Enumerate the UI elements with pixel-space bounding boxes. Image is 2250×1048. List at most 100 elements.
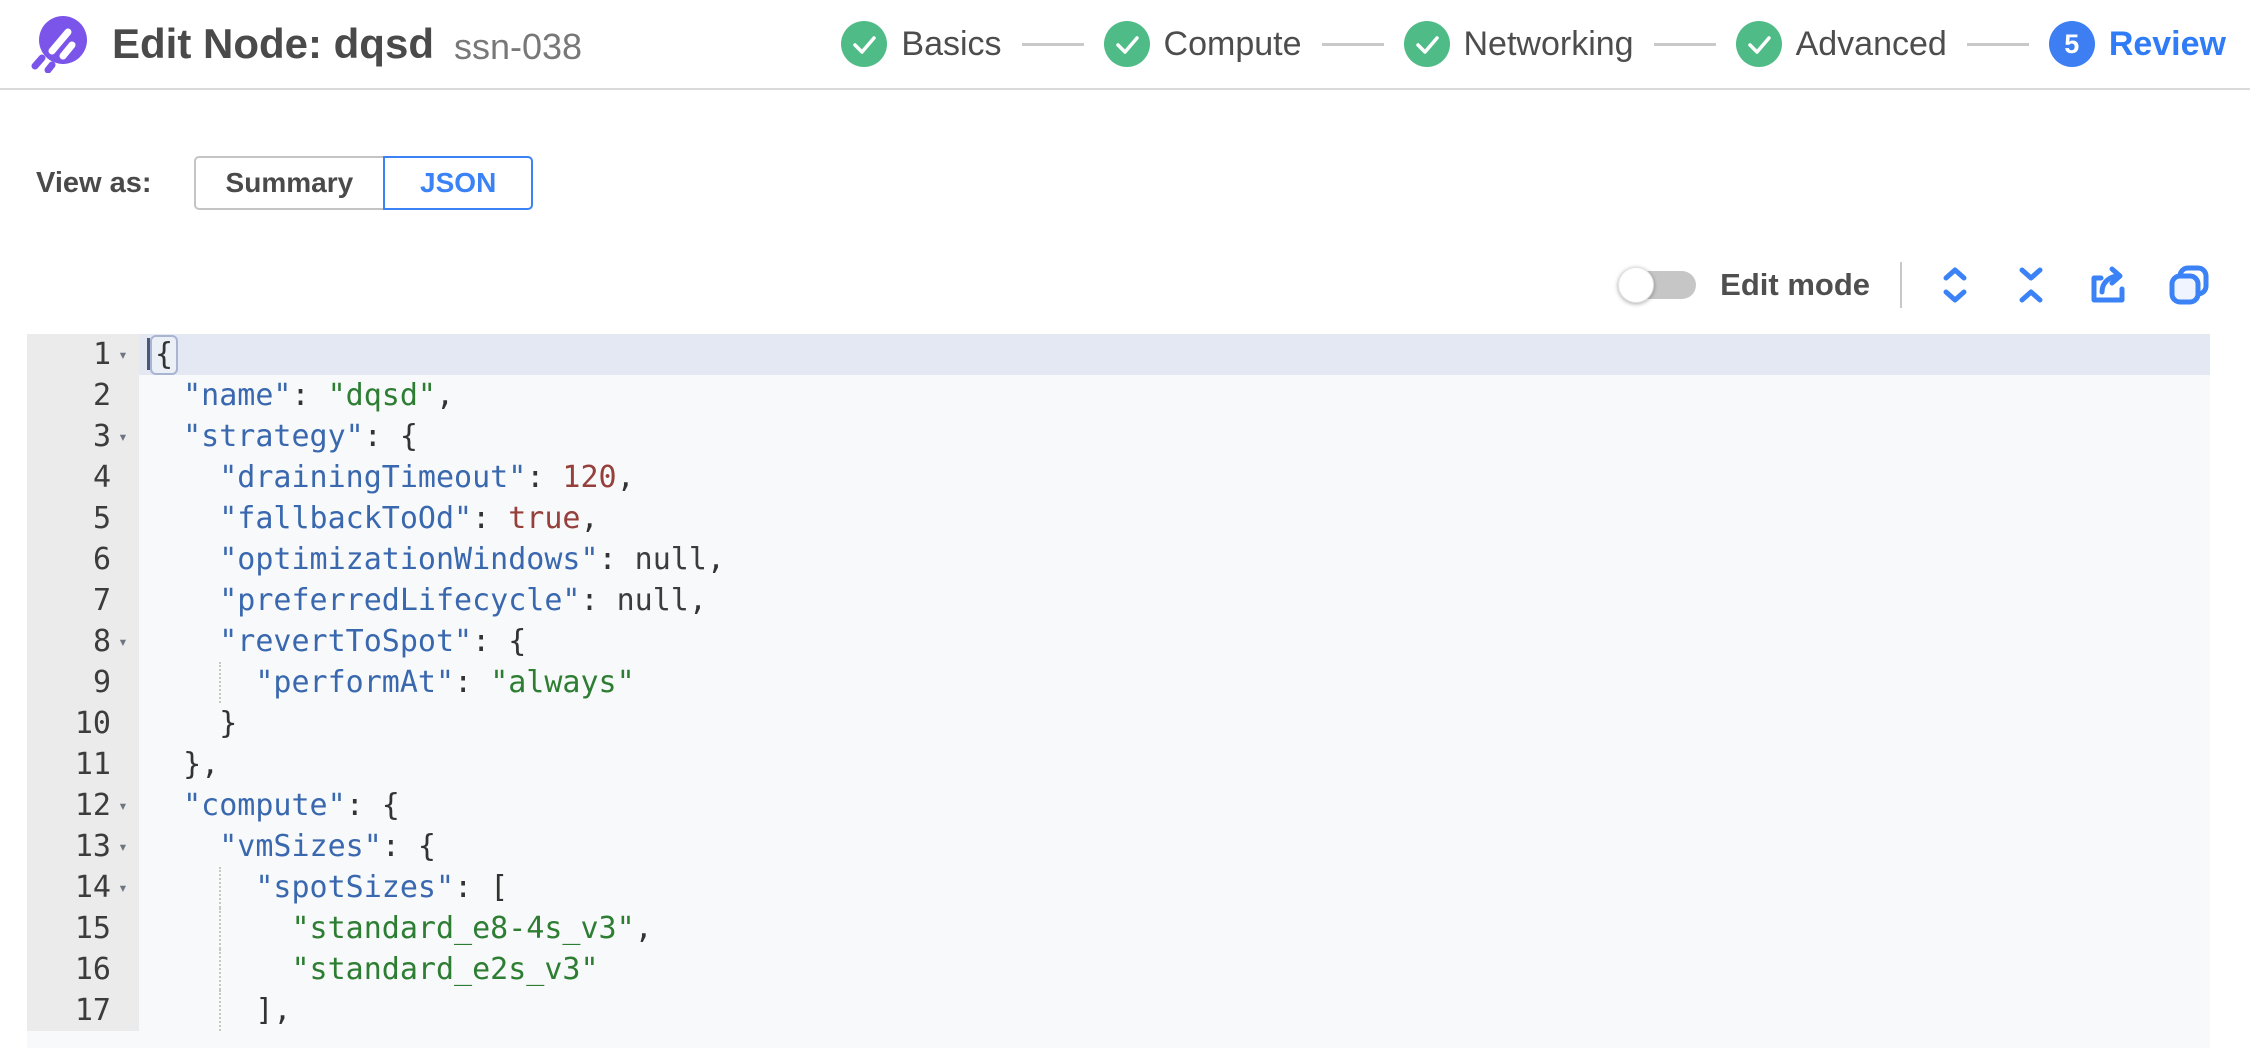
code-content[interactable]: { <box>139 334 2210 375</box>
step-basics[interactable]: Basics <box>841 21 1002 67</box>
fold-toggle-icon[interactable]: ▾ <box>118 837 128 856</box>
spot-logo-icon <box>30 15 88 74</box>
code-content[interactable]: ], <box>139 990 2210 1031</box>
toolbar-divider <box>1900 262 1902 308</box>
code-content[interactable]: "standard_e8-4s_v3", <box>139 908 2210 949</box>
wizard-header: Edit Node: dqsd ssn-038 Basics Compute Net… <box>0 0 2250 90</box>
line-gutter: 8▾ <box>27 621 139 662</box>
step-connector <box>1966 42 2029 46</box>
code-line: 12▾ "compute": { <box>27 785 2210 826</box>
line-gutter: 7 <box>27 580 139 621</box>
step-networking[interactable]: Networking <box>1403 21 1634 67</box>
code-content[interactable]: "revertToSpot": { <box>219 624 527 659</box>
line-gutter: 4 <box>27 457 139 498</box>
step-check-icon <box>1103 21 1150 67</box>
fold-toggle-icon[interactable]: ▾ <box>118 878 128 897</box>
toggle-knob <box>1618 267 1655 303</box>
step-number-badge: 5 <box>2048 21 2095 67</box>
line-number: 2 <box>92 378 111 413</box>
code-line: 11 }, <box>27 744 2210 785</box>
code-content[interactable]: "compute": { <box>183 788 400 823</box>
line-number: 8 <box>92 624 111 659</box>
fold-toggle-icon[interactable]: ▾ <box>118 345 128 364</box>
code-content[interactable]: "vmSizes": { <box>219 829 436 864</box>
line-number: 17 <box>74 993 111 1028</box>
matched-bracket: { <box>150 335 179 375</box>
line-gutter: 5 <box>27 498 139 539</box>
step-label: Advanced <box>1795 24 1947 63</box>
fold-toggle-icon[interactable]: ▾ <box>118 796 128 815</box>
step-compute[interactable]: Compute <box>1103 21 1302 67</box>
edit-mode-label: Edit mode <box>1720 267 1870 302</box>
editor-toolbar: Edit mode <box>0 262 2210 308</box>
line-number: 13 <box>74 829 111 864</box>
line-number: 7 <box>92 583 111 618</box>
code-content[interactable]: "preferredLifecycle": null, <box>219 583 707 618</box>
indent-guide <box>219 990 222 1031</box>
line-number: 5 <box>92 501 111 536</box>
indent-guide <box>219 908 222 949</box>
code-line: 5 "fallbackToOd": true, <box>27 498 2210 539</box>
code-content[interactable]: "strategy": { <box>183 419 418 454</box>
line-number: 15 <box>74 911 111 946</box>
line-gutter: 14 ▾ <box>27 867 139 908</box>
step-check-icon <box>1735 21 1782 67</box>
line-gutter: 9 <box>27 662 139 703</box>
line-number: 14 <box>74 870 111 905</box>
line-gutter: 16 <box>27 949 139 990</box>
step-connector <box>1021 42 1084 46</box>
code-line: 14 ▾ "spotSizes": [ <box>27 867 2210 908</box>
edit-mode-toggle[interactable] <box>1618 265 1706 305</box>
code-line: 16 "standard_e2s_v3" <box>27 949 2210 990</box>
code-line: 1▾{ <box>27 334 2210 375</box>
line-number: 4 <box>92 460 111 495</box>
line-number: 6 <box>92 542 111 577</box>
line-number: 1 <box>92 337 111 372</box>
code-content[interactable]: "standard_e2s_v3" <box>139 949 2210 990</box>
indent-guide <box>219 662 222 703</box>
fold-toggle-icon[interactable]: ▾ <box>118 632 128 651</box>
fold-toggle-icon[interactable]: ▾ <box>118 427 128 446</box>
code-line: 13 ▾ "vmSizes": { <box>27 826 2210 867</box>
view-as-json-button[interactable]: JSON <box>383 156 534 210</box>
code-content[interactable]: "optimizationWindows": null, <box>219 542 725 577</box>
line-number: 9 <box>92 665 111 700</box>
code-content[interactable]: "fallbackToOd": true, <box>219 501 599 536</box>
code-line: 8▾ "revertToSpot": { <box>27 621 2210 662</box>
line-gutter: 3▾ <box>27 416 139 457</box>
line-gutter: 1▾ <box>27 334 139 375</box>
code-line: 6 "optimizationWindows": null, <box>27 539 2210 580</box>
json-editor[interactable]: 1▾{2 "name": "dqsd",3▾ "strategy": {4 "d… <box>27 334 2210 1048</box>
code-content[interactable]: "spotSizes": [ <box>139 867 2210 908</box>
code-line: 2 "name": "dqsd", <box>27 375 2210 416</box>
line-gutter: 11 <box>27 744 139 785</box>
step-label: Basics <box>901 24 1002 63</box>
line-number: 3 <box>92 419 111 454</box>
code-content[interactable]: "drainingTimeout": 120, <box>219 460 635 495</box>
copy-icon[interactable] <box>2168 264 2210 306</box>
node-id-clip: ssn-038 <box>454 26 586 68</box>
code-line: 7 "preferredLifecycle": null, <box>27 580 2210 621</box>
line-number: 10 <box>74 706 111 741</box>
line-gutter: 2 <box>27 375 139 416</box>
code-line: 15 "standard_e8-4s_v3", <box>27 908 2210 949</box>
text-cursor <box>147 338 150 370</box>
export-icon[interactable] <box>2088 264 2130 306</box>
step-check-icon <box>841 21 888 67</box>
code-line: 10 } <box>27 703 2210 744</box>
collapse-icon[interactable] <box>2012 265 2050 305</box>
step-connector <box>1321 42 1384 46</box>
code-content[interactable]: }, <box>183 747 220 782</box>
indent-guide <box>219 949 222 990</box>
expand-icon[interactable] <box>1936 265 1974 305</box>
step-advanced[interactable]: Advanced <box>1735 21 1947 67</box>
code-content[interactable]: } <box>219 706 238 741</box>
view-as-summary-button[interactable]: Summary <box>193 156 386 210</box>
code-content[interactable]: "name": "dqsd", <box>183 378 455 413</box>
code-content[interactable]: "performAt": "always" <box>139 662 2210 703</box>
code-line: 3▾ "strategy": { <box>27 416 2210 457</box>
page-title: Edit Node: dqsd <box>112 20 434 67</box>
